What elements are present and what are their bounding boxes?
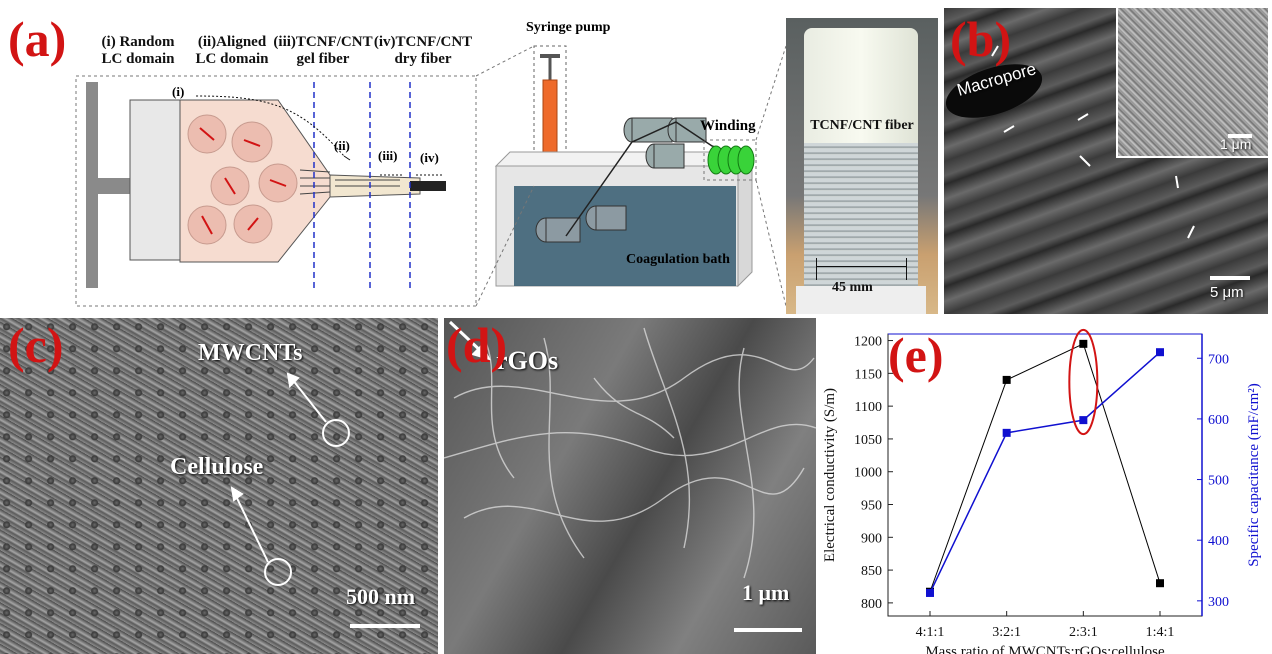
panel-c-scale-bar xyxy=(350,624,420,628)
y-left-tick-label: 850 xyxy=(861,564,882,579)
inset-scale-label: 1 μm xyxy=(1220,136,1252,152)
series-point-right xyxy=(926,588,934,597)
series-line-left xyxy=(929,343,1161,592)
flow-label-iv: (iv) xyxy=(420,150,439,165)
panel-c-sem: MWCNTs Cellulose 500 nm xyxy=(0,318,438,654)
series-point-left xyxy=(1079,339,1088,348)
y-left-tick-label: 1000 xyxy=(854,466,882,481)
panel-d-scale-bar xyxy=(734,628,802,632)
mwcnts-label: MWCNTs xyxy=(198,340,303,366)
rgo-fibers xyxy=(444,327,816,579)
fiber-photo: TCNF/CNT fiber 45 mm xyxy=(786,18,938,314)
spinning-schematic xyxy=(75,75,477,307)
flow-label-ii: (ii) xyxy=(334,138,350,153)
series-line-right xyxy=(929,351,1161,594)
panel-b-inset xyxy=(1116,8,1268,158)
syringe-barrel xyxy=(542,79,558,161)
winding-spool xyxy=(707,145,755,175)
fiber-winding xyxy=(804,143,918,293)
y-left-tick-label: 1200 xyxy=(854,335,882,350)
panel-c-markers xyxy=(230,372,350,586)
plunger-head xyxy=(129,99,181,261)
y-right-tick-label: 600 xyxy=(1208,413,1229,428)
step-iii-line2: gel fiber xyxy=(296,51,350,67)
panel-b-scale-label: 5 μm xyxy=(1210,284,1244,301)
dry-fiber xyxy=(410,181,446,191)
step-label-iv: (iv)TCNF/CNT dry fiber xyxy=(368,34,478,68)
spinning-setup xyxy=(476,45,786,307)
series-point-left xyxy=(1002,375,1011,384)
step-label-ii: (ii)Aligned LC domain xyxy=(182,34,282,68)
step-iv-line2: dry fiber xyxy=(394,51,452,67)
pore-arrows xyxy=(991,45,1195,239)
y-left-tick-label: 800 xyxy=(861,597,882,612)
step-iii-line1: (iii)TCNF/CNT xyxy=(273,34,373,50)
photo-scale-label: 45 mm xyxy=(832,280,873,295)
winding-label: Winding xyxy=(700,118,756,134)
y-left-tick-label: 1050 xyxy=(854,433,882,448)
series-point-right xyxy=(1079,416,1088,425)
y-left-axis-label: Electrical conductivity (S/m) xyxy=(822,388,838,562)
x-axis-label: Mass ratio of MWCNTs:rGOs:cellulose xyxy=(925,644,1165,654)
y-left-tick-label: 1100 xyxy=(855,400,882,415)
y-right-tick-label: 700 xyxy=(1208,352,1229,367)
step-i-line1: (i) Random xyxy=(101,34,175,50)
panel-d-letter: (d) xyxy=(446,317,508,373)
panel-a-letter: (a) xyxy=(8,11,67,67)
panel-d-sem: rGOs 1 μm xyxy=(444,318,816,654)
step-i-line2: LC domain xyxy=(101,51,175,67)
x-tick-label: 1:4:1 xyxy=(1146,625,1175,640)
panel-c-scale-label: 500 nm xyxy=(346,584,416,609)
photo-label: TCNF/CNT fiber xyxy=(810,118,914,133)
panel-c-letter: (c) xyxy=(8,317,64,373)
panel-b-sem: Macropore 1 μm 5 μm xyxy=(944,8,1268,314)
x-tick-label: 3:2:1 xyxy=(992,625,1021,640)
photo-scale-line xyxy=(816,266,906,267)
y-left-tick-label: 950 xyxy=(861,499,882,514)
cellulose-label: Cellulose xyxy=(170,454,264,480)
highlight-ellipse xyxy=(1068,328,1099,436)
y-left-tick-label: 1150 xyxy=(855,367,882,382)
x-tick-label: 2:3:1 xyxy=(1069,625,1098,640)
panel-b-scale-bar xyxy=(1210,276,1250,280)
step-label-i: (i) Random LC domain xyxy=(88,34,188,68)
syringe-pump-label: Syringe pump xyxy=(526,20,611,35)
series-point-right xyxy=(1002,428,1011,437)
coagulation-bath-label: Coagulation bath xyxy=(626,252,730,267)
plot-frame xyxy=(887,333,1203,617)
panel-b-letter: (b) xyxy=(950,11,1012,67)
series-point-left xyxy=(1156,579,1164,588)
step-ii-line2: LC domain xyxy=(195,51,269,67)
y-right-tick-label: 300 xyxy=(1208,595,1229,610)
y-right-tick-label: 500 xyxy=(1208,474,1229,489)
plunger-plate xyxy=(86,82,98,288)
series-point-right xyxy=(1156,348,1164,357)
aligned-rods xyxy=(299,169,400,195)
flow-label-i: (i) xyxy=(172,84,185,99)
rgos-label: rGOs xyxy=(496,346,559,375)
y-right-tick-label: 400 xyxy=(1208,534,1229,549)
y-left-tick-label: 900 xyxy=(861,531,882,546)
stage-dividers xyxy=(313,82,411,292)
step-label-iii: (iii)TCNF/CNT gel fiber xyxy=(268,34,378,68)
step-iv-line1: (iv)TCNF/CNT xyxy=(373,34,473,50)
domain-arrows xyxy=(199,127,287,235)
y-right-axis-label: Specific capacitance (mF/cm²) xyxy=(1246,383,1262,567)
flow-label-iii: (iii) xyxy=(378,148,398,163)
panel-d-scale-label: 1 μm xyxy=(742,580,790,605)
panel-e-chart: 800 850 900 950 1000 1050 1100 1150 1200 300 400 50… xyxy=(822,328,1262,654)
inset-scale-bar xyxy=(1228,134,1252,138)
x-tick-label: 4:1:1 xyxy=(916,625,945,640)
step-ii-line1: (ii)Aligned xyxy=(197,34,267,50)
panel-e-letter: (e) xyxy=(888,327,944,383)
